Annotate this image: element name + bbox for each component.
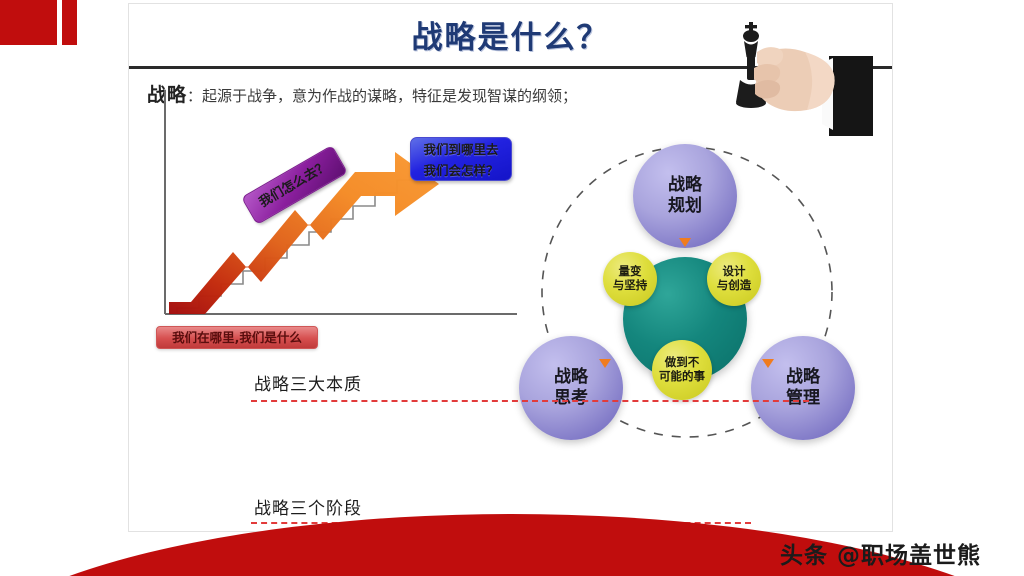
strategy-staircase-chart: 我们到哪里去 我们会怎样？ 我们怎么去？ 我们在哪里,我们是什么 xyxy=(147,62,547,362)
decor-red-block xyxy=(0,0,57,45)
chart-where-box: 我们在哪里,我们是什么 xyxy=(156,326,318,349)
hand-holding-chess-king-icon xyxy=(721,16,891,151)
plan-line-1: 战略 xyxy=(668,174,702,195)
circle-quantitative-change[interactable]: 量变 与坚持 xyxy=(603,252,657,306)
chess-king-icon xyxy=(736,22,766,108)
think-line-1: 战略 xyxy=(554,366,588,387)
slide-card: 战略是什么？ 战略：起源于战争，意为作战的谋略，特征是发现智谋的纲领； xyxy=(128,3,893,532)
circle-strategy-plan[interactable]: 战略 规划 xyxy=(633,144,737,248)
header-divider xyxy=(129,66,892,69)
circle-strategy-manage[interactable]: 战略 管理 xyxy=(751,336,855,440)
impossible-line-2: 可能的事 xyxy=(659,369,705,383)
change-line-1: 量变 xyxy=(618,264,642,279)
annotation-three-essences: 战略三大本质 xyxy=(254,375,362,395)
circle-design-create[interactable]: 设计 与创造 xyxy=(707,252,761,306)
design-line-2: 与创造 xyxy=(716,278,752,292)
staircase-svg xyxy=(164,90,517,315)
annotation-rule-1 xyxy=(251,400,809,402)
chart-destination-box: 我们到哪里去 我们会怎样？ xyxy=(410,137,512,181)
arrow-down-icon-top xyxy=(679,238,691,247)
change-line-2: 与坚持 xyxy=(612,278,648,292)
slide-header: 战略是什么？ xyxy=(129,4,892,67)
annotation-three-stages: 战略三个阶段 xyxy=(254,499,362,519)
manage-line-2: 管理 xyxy=(786,388,820,408)
arrow-down-icon-right xyxy=(762,359,774,368)
circle-do-impossible[interactable]: 做到不 可能的事 xyxy=(652,340,712,400)
manage-line-1: 战略 xyxy=(786,366,820,387)
design-line-1: 设计 xyxy=(722,264,746,279)
circle-strategy-think[interactable]: 战略 思考 xyxy=(519,336,623,440)
diagram-dashed-ring xyxy=(541,146,833,438)
plan-line-2: 规划 xyxy=(668,196,702,216)
destination-line-1: 我们到哪里去 xyxy=(423,142,499,157)
destination-line-2: 我们会怎样？ xyxy=(423,163,499,178)
subtitle-rest: ：起源于战争，意为作战的谋略，特征是发现智谋的纲领； xyxy=(187,87,578,105)
think-line-2: 思考 xyxy=(554,388,588,408)
strategy-cycle-diagram: 战略 规划 战略 思考 战略 管理 量变 与坚持 设计 与创造 做到不 xyxy=(519,144,894,474)
arrow-down-icon-left xyxy=(599,359,611,368)
impossible-line-1: 做到不 xyxy=(664,355,700,370)
decor-red-bar xyxy=(62,0,77,45)
watermark: 头条 @职场盖世熊 xyxy=(780,543,982,569)
page-title: 战略是什么？ xyxy=(411,20,610,56)
suit-sleeve xyxy=(829,56,873,136)
slide-subtitle: 战略：起源于战争，意为作战的谋略，特征是发现智谋的纲领； xyxy=(147,80,577,107)
subtitle-lead: 战略 xyxy=(147,84,188,106)
